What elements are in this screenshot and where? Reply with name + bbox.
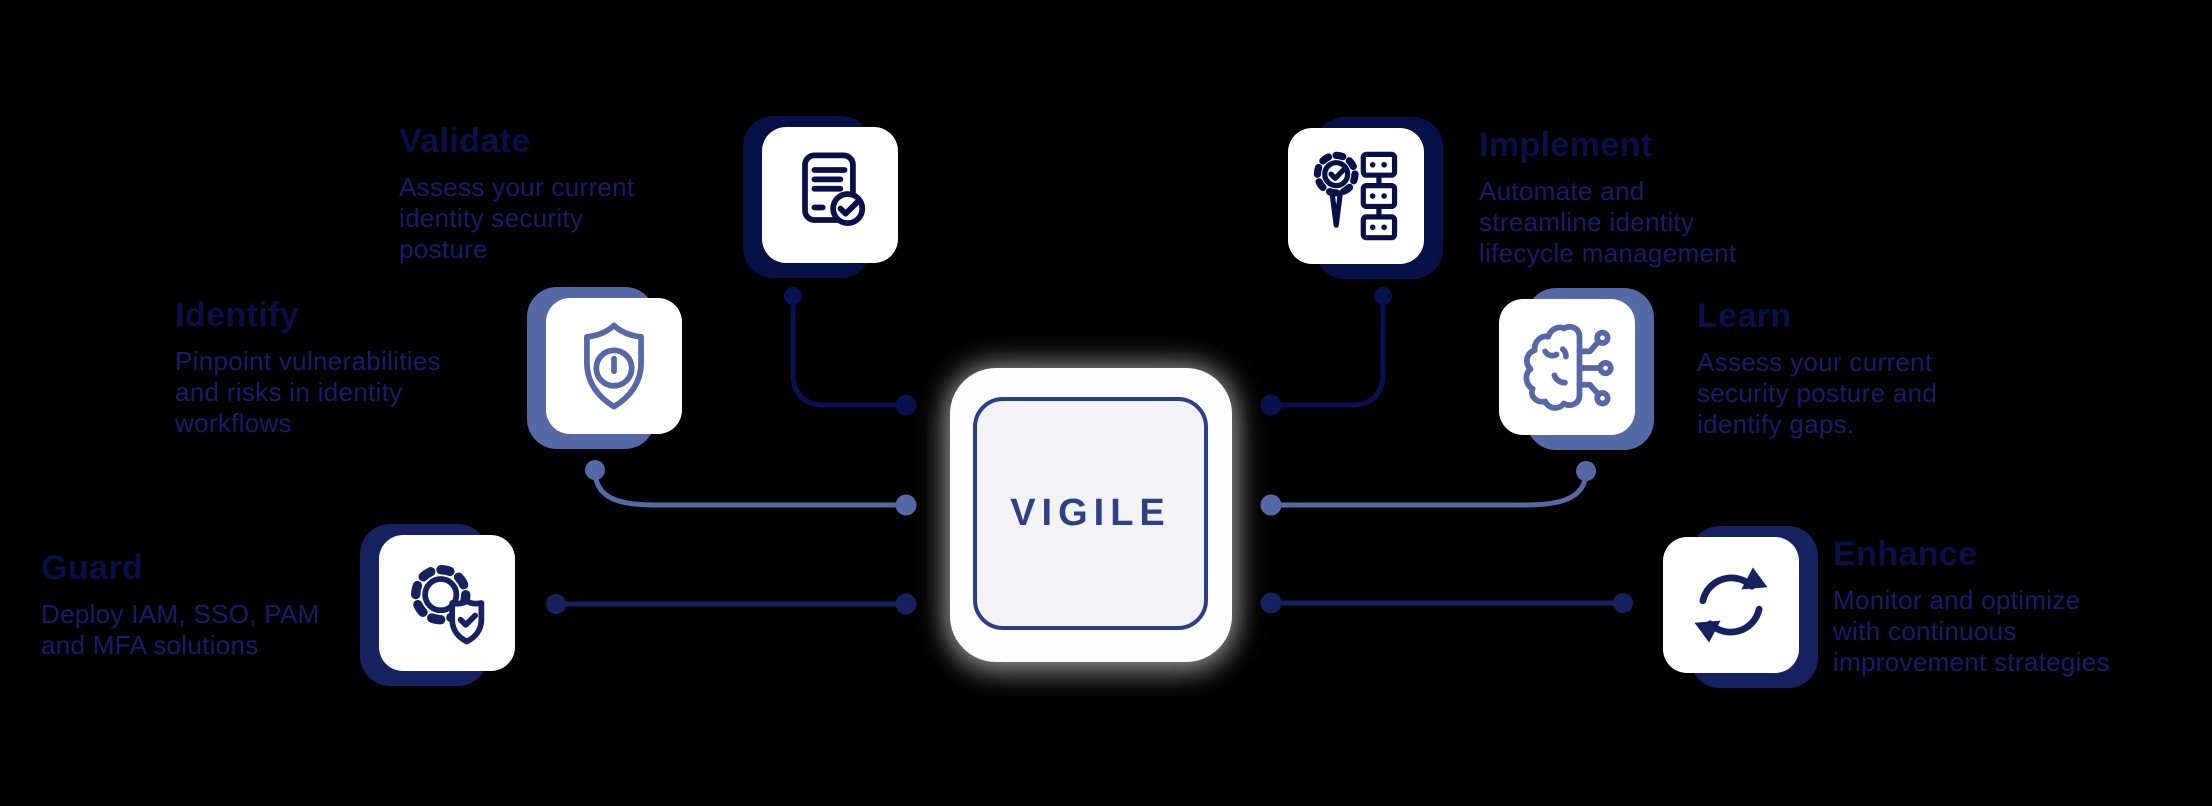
center-hub-label: VIGILE (1010, 492, 1171, 534)
validate-icon-badge (743, 116, 903, 286)
center-hub-border: VIGILE (973, 397, 1208, 630)
enhance-icon-badge (1658, 526, 1818, 696)
guard-icon-card (379, 535, 515, 671)
validate-description: Assess your current identity security po… (399, 172, 635, 264)
implement-icon-card (1288, 128, 1424, 264)
guard-icon-badge (360, 524, 520, 694)
gear-tool-servers-icon (1313, 151, 1398, 241)
shield-alert-icon (584, 322, 644, 410)
identify-icon-badge (527, 287, 687, 457)
gear-shield-check-icon (411, 564, 485, 645)
implement-node-text: Implement Automate and streamline identi… (1479, 126, 1839, 269)
identify-icon-card (546, 298, 682, 434)
validate-node-text: Validate Assess your current identity se… (399, 122, 729, 265)
enhance-icon-card (1663, 537, 1799, 673)
identify-heading: Identify (175, 296, 300, 334)
enhance-heading: Enhance (1833, 535, 1978, 573)
document-check-icon (802, 152, 866, 226)
implement-heading: Implement (1479, 126, 1653, 164)
implement-description: Automate and streamline identity lifecyc… (1479, 176, 1737, 268)
center-hub-card: VIGILE (950, 368, 1232, 662)
guard-node-text: Guard Deploy IAM, SSO, PAM and MFA solut… (41, 549, 401, 661)
learn-icon-badge (1494, 288, 1654, 458)
connector-identify (585, 460, 917, 516)
connector-guard (546, 593, 917, 615)
guard-heading: Guard (41, 549, 144, 587)
guard-description: Deploy IAM, SSO, PAM and MFA solutions (41, 599, 320, 660)
validate-icon-card (762, 127, 898, 263)
learn-icon-card (1499, 299, 1635, 435)
validate-heading: Validate (399, 122, 531, 160)
identify-description: Pinpoint vulnerabilities and risks in id… (175, 346, 441, 438)
connector-validate (784, 287, 917, 416)
enhance-description: Monitor and optimize with continuous imp… (1833, 585, 2110, 677)
implement-icon-badge (1283, 117, 1443, 287)
connector-enhance (1260, 592, 1633, 614)
learn-description: Assess your current security posture and… (1697, 347, 1938, 439)
brain-circuit-icon (1523, 323, 1614, 411)
connector-implement (1260, 287, 1392, 416)
enhance-node-text: Enhance Monitor and optimize with contin… (1833, 535, 2212, 678)
sync-arrows-icon (1694, 567, 1768, 643)
learn-heading: Learn (1697, 297, 1792, 335)
learn-node-text: Learn Assess your current security postu… (1697, 297, 2057, 440)
connector-learn (1260, 461, 1596, 516)
identify-node-text: Identify Pinpoint vulnerabilities and ri… (175, 296, 535, 439)
